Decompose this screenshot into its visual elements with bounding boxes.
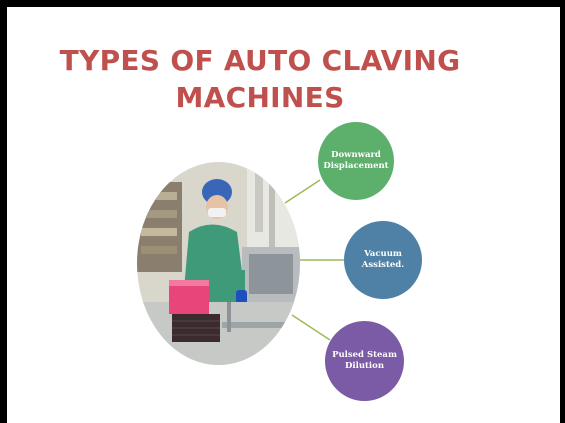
node-label: Downward Displacement — [323, 150, 389, 171]
connector-1 — [284, 179, 321, 204]
node-vacuum-assisted: Vacuum Assisted. — [344, 221, 422, 299]
title-line-2: MACHINES — [175, 81, 345, 114]
lab-photo — [137, 162, 300, 365]
node-label: Pulsed Steam Dilution — [332, 350, 397, 371]
slide-border-left — [0, 0, 7, 423]
node-label: Vacuum Assisted. — [361, 249, 405, 270]
slide-title: TYPES OF AUTO CLAVING MACHINES — [40, 42, 480, 116]
title-line-1: TYPES OF AUTO CLAVING — [59, 44, 461, 77]
slide-border-top — [0, 0, 565, 7]
connector-3 — [291, 314, 331, 341]
node-pulsed-steam-dilution: Pulsed Steam Dilution — [325, 321, 404, 401]
node-downward-displacement: Downward Displacement — [318, 122, 394, 200]
slide-border-right — [560, 0, 565, 423]
lab-photo-illustration — [137, 162, 300, 365]
